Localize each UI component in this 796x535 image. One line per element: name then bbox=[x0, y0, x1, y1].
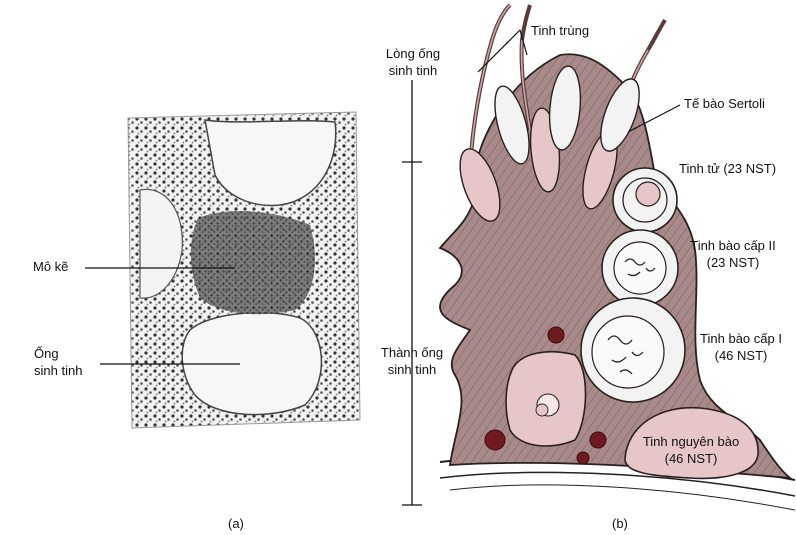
label-primary-line2: (46 NST) bbox=[691, 347, 791, 364]
interstitial-tissue bbox=[191, 211, 315, 314]
label-secondary-line1: Tinh bào cấp II bbox=[680, 237, 786, 254]
label-wall-line1: Thành ống bbox=[368, 344, 456, 361]
label-sperm: Tinh trùng bbox=[531, 22, 589, 39]
label-lumen-line2: sinh tinh bbox=[374, 62, 452, 79]
basement-membrane-outer bbox=[440, 472, 795, 496]
label-tubule-line1: Ống bbox=[34, 345, 59, 362]
label-secondary-line2: (23 NST) bbox=[680, 254, 786, 271]
secondary-spermatocyte bbox=[602, 230, 678, 306]
label-lumen-line1: Lòng ống bbox=[374, 45, 452, 62]
primary-spermatocyte bbox=[581, 298, 685, 402]
caption-a: (a) bbox=[228, 515, 244, 532]
wall-scale-bar bbox=[402, 80, 422, 505]
panel-a-micrograph bbox=[85, 112, 360, 428]
caption-b: (b) bbox=[612, 515, 628, 532]
label-sertoli: Tế bào Sertoli bbox=[684, 95, 765, 112]
label-spermatogonium-line1: Tinh nguyên bào bbox=[636, 433, 746, 450]
round-spermatid bbox=[613, 168, 677, 232]
label-interstitial: Mô kẽ bbox=[33, 258, 68, 275]
label-spermatogonium-line2: (46 NST) bbox=[636, 450, 746, 467]
label-tubule-line2: sinh tinh bbox=[34, 362, 82, 379]
sertoli-nucleus bbox=[506, 352, 585, 446]
basement-membrane-outer2 bbox=[450, 485, 795, 510]
label-primary-line1: Tinh bào cấp I bbox=[691, 330, 791, 347]
label-spermatid: Tinh tử (23 NST) bbox=[679, 160, 776, 177]
label-wall-line2: sinh tinh bbox=[368, 361, 456, 378]
